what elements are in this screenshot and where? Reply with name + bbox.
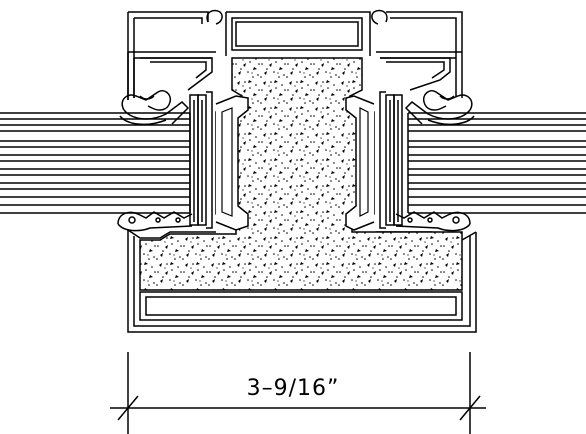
left-top-gasket — [119, 90, 190, 126]
right-bottom-gasket — [395, 211, 471, 232]
dimension-label: 3–9/16” — [246, 376, 340, 401]
right-glazing-stop — [379, 91, 403, 229]
insulation-fill — [139, 57, 463, 291]
left-bottom-gasket — [117, 211, 193, 232]
snap-clips — [140, 9, 451, 91]
left-glass-unit — [0, 112, 191, 214]
left-glazing-stop — [189, 91, 213, 229]
right-top-gasket — [404, 90, 475, 126]
dimension-annotation — [110, 352, 486, 434]
right-glass-unit — [407, 112, 586, 214]
